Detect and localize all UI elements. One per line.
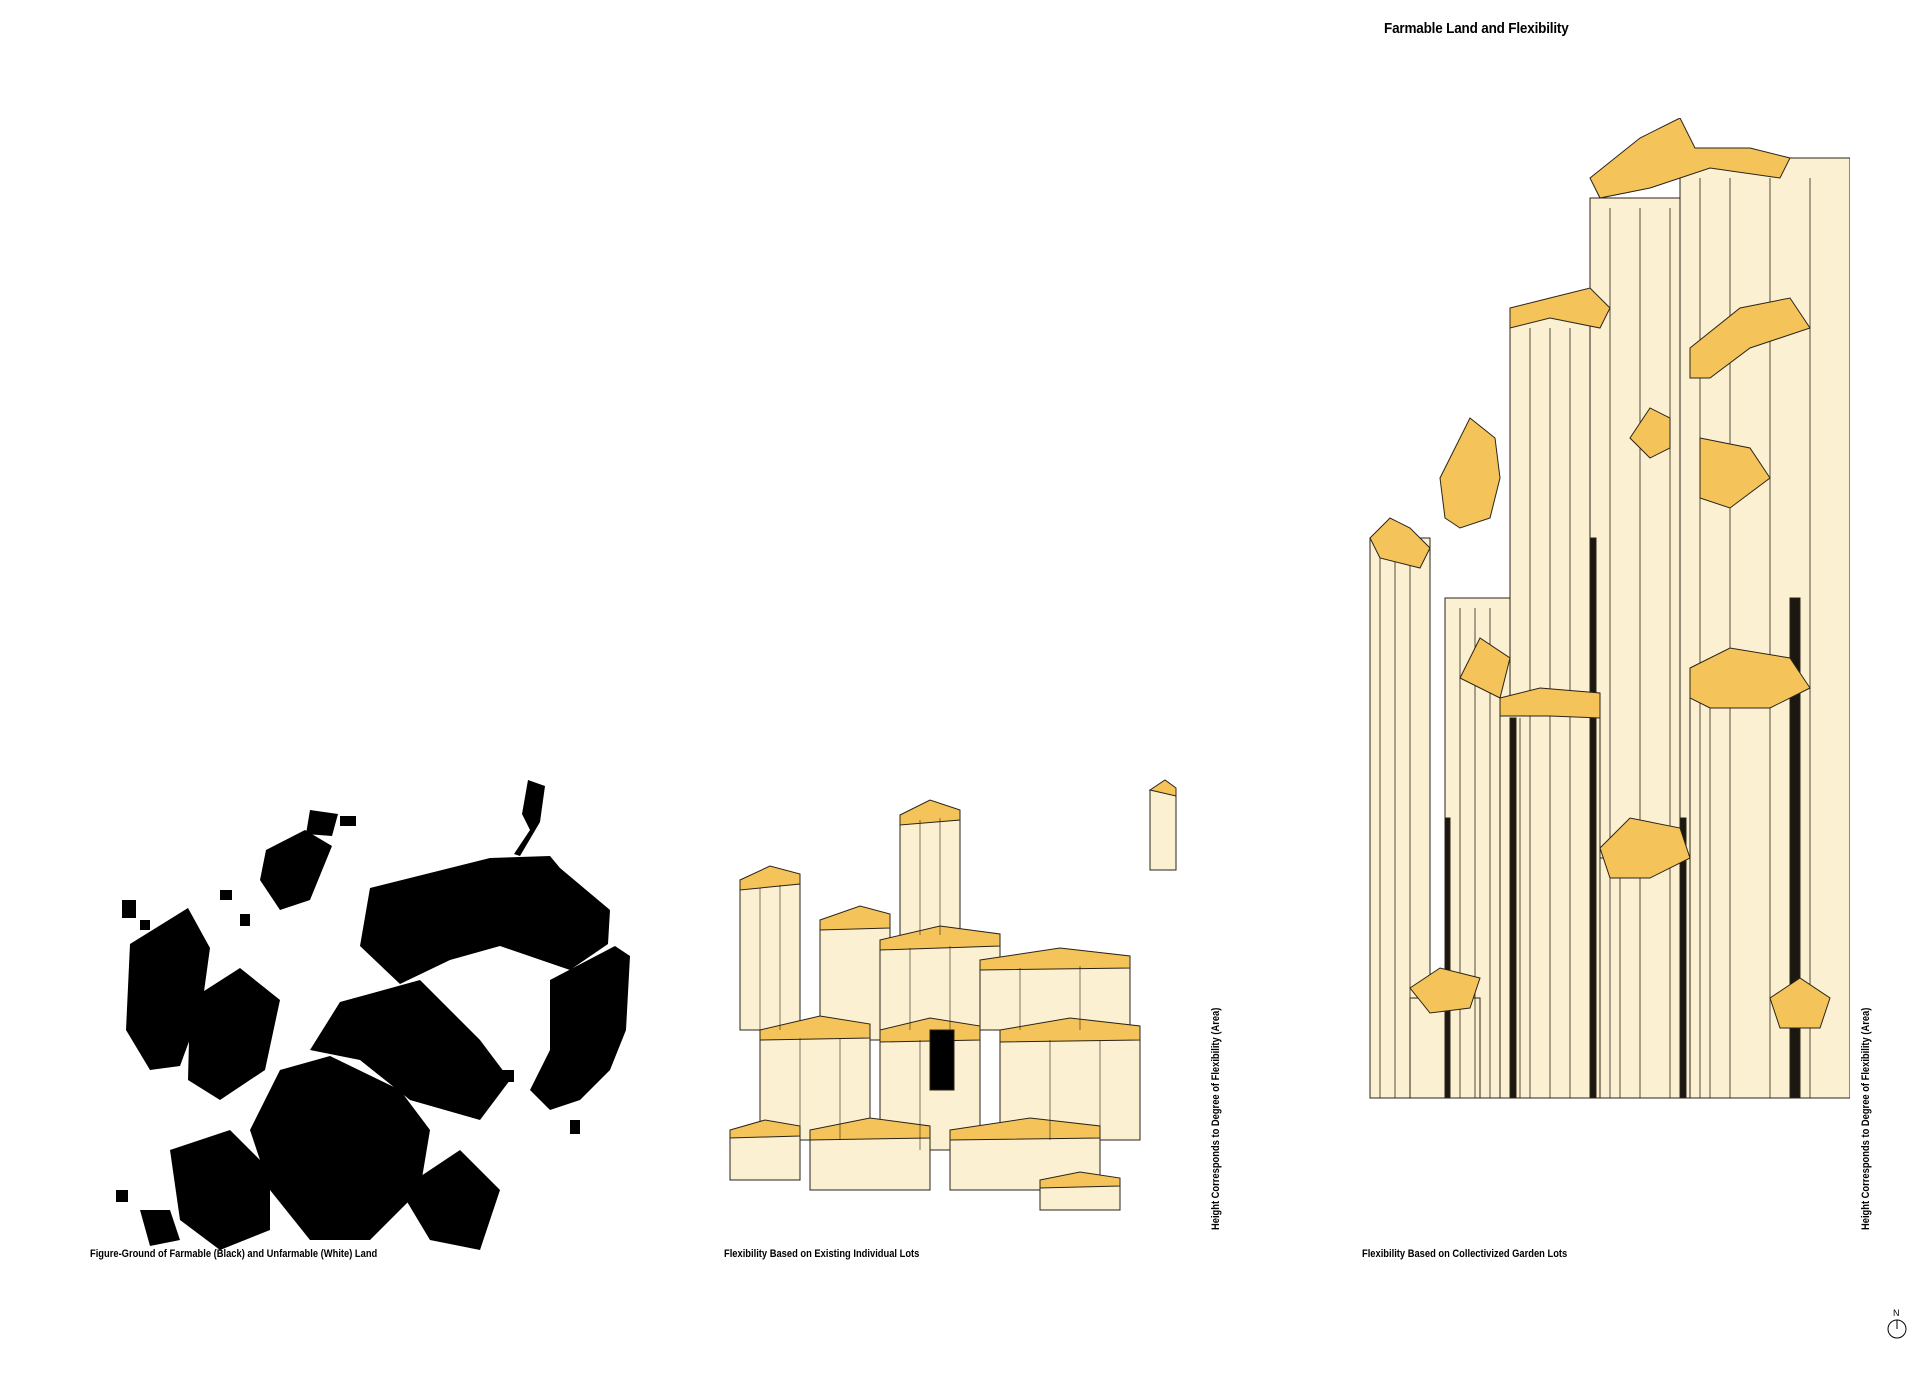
panel-3-caption: Flexibility Based on Collectivized Garde… [1362,1248,1568,1260]
panel-3-side-label: Height Corresponds to Degree of Flexibil… [1860,1007,1872,1230]
individual-lots-extrusion [729,779,1177,1211]
north-arrow-icon [1887,1319,1907,1339]
panel-2-side-label: Height Corresponds to Degree of Flexibil… [1210,1007,1222,1230]
panel-2-caption: Flexibility Based on Existing Individual… [724,1248,920,1260]
collectivized-lots-extrusion [1369,118,1850,1099]
north-label: N [1893,1308,1900,1318]
diagram-title: Farmable Land and Flexibility [1384,20,1569,37]
panel-1-caption: Figure-Ground of Farmable (Black) and Un… [90,1248,378,1260]
figure-ground-map [116,780,630,1250]
